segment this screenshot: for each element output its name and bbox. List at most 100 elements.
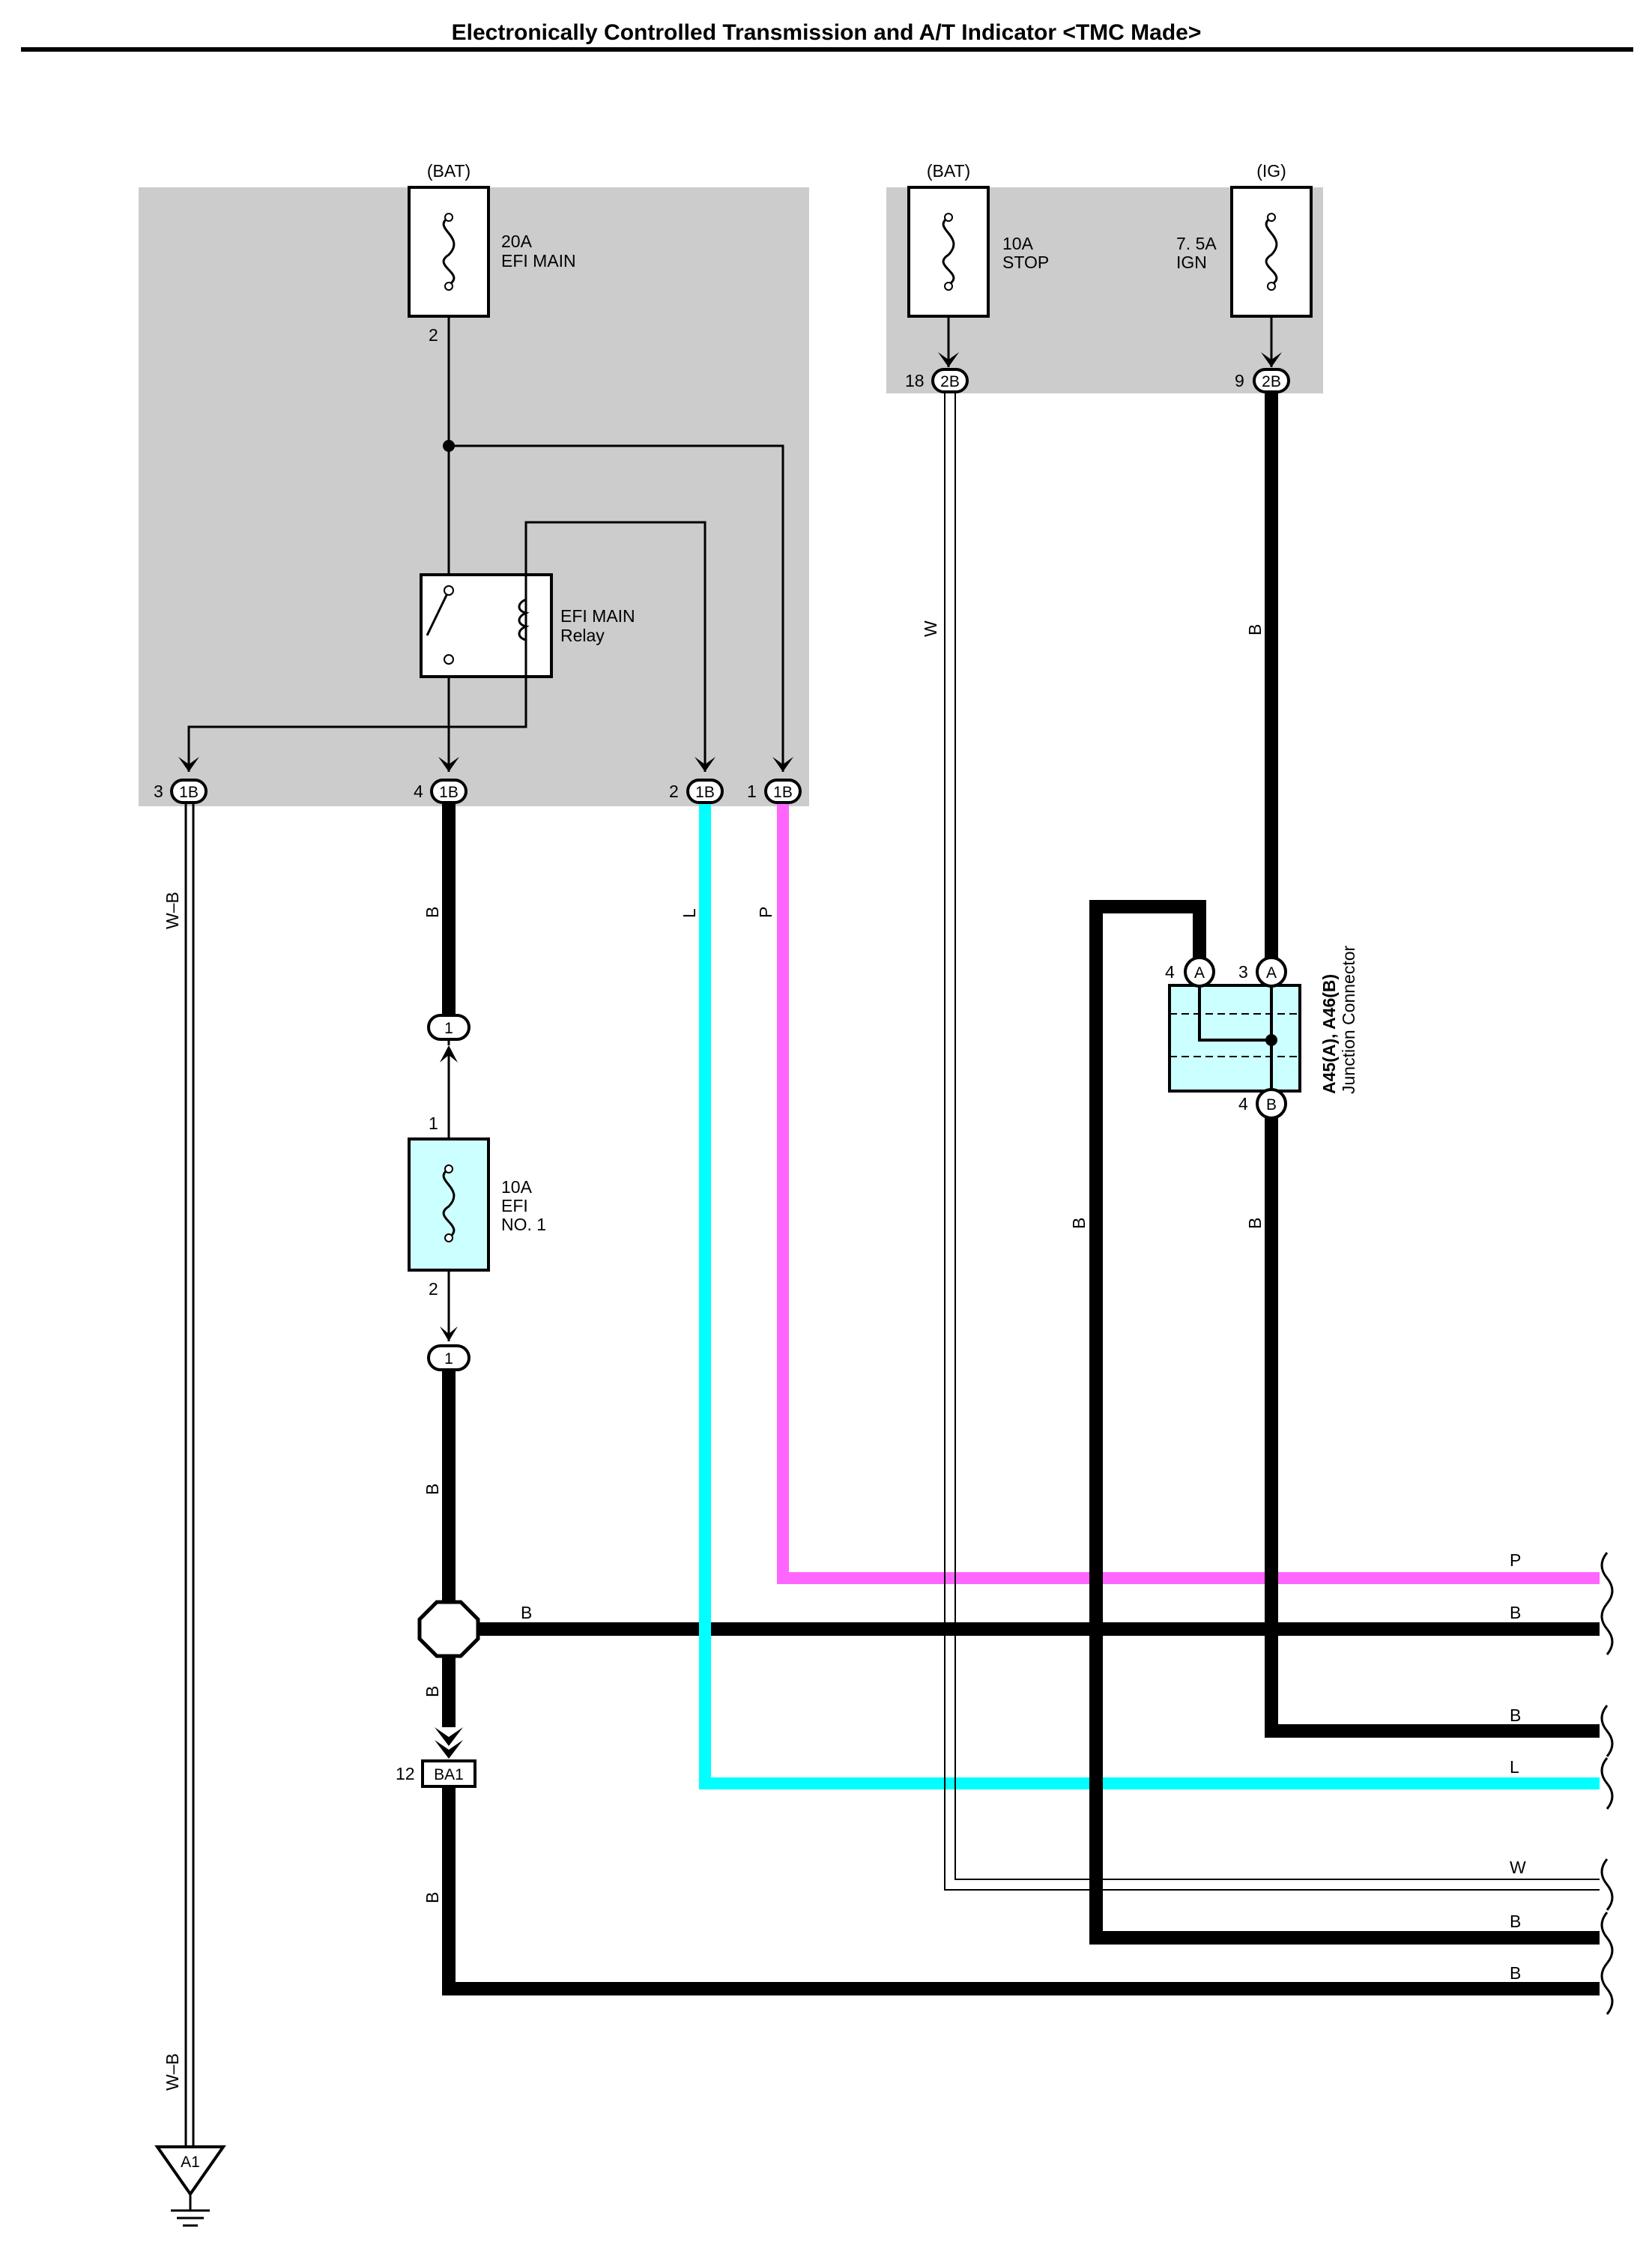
fuse-symbol-icon [442, 216, 456, 286]
svg-text:A: A [1194, 964, 1205, 982]
svg-text:1B: 1B [773, 784, 793, 801]
svg-text:2B: 2B [1262, 373, 1281, 390]
svg-text:1B: 1B [179, 784, 199, 801]
stop-fuse-name: STOP [1002, 253, 1049, 272]
efi-no1-fuse-name2: NO. 1 [501, 1215, 546, 1234]
svg-text:BA1: BA1 [434, 1766, 464, 1783]
relay-coil-icon [518, 598, 530, 641]
arrow-icon [938, 352, 959, 367]
wire-label-b-4: B [423, 1892, 442, 1903]
efi-main-fuse [408, 186, 490, 318]
efi-main-fuse-name: EFI MAIN [501, 251, 576, 271]
efi-main-fuse-rating: 20A [501, 232, 533, 251]
junction-pin-a3: A 3 [1238, 956, 1287, 988]
wire-label-b-ign: B [1245, 624, 1265, 635]
wire-label-b-2: B [423, 1484, 442, 1495]
wire-p [777, 802, 1600, 1584]
wire-break-marks [1600, 1552, 1614, 2015]
source-ig-label: (IG) [1256, 161, 1286, 181]
svg-text:12: 12 [396, 1764, 415, 1783]
connector-1b-1: 1B 1 [747, 779, 802, 804]
ign-fuse-rating: 7. 5A [1176, 234, 1217, 253]
connector-1-lower: 1 [427, 1344, 471, 1371]
ground-a1: A1 [154, 2145, 226, 2227]
efi-no1-fuse [408, 1137, 490, 1272]
fuse-symbol-icon [942, 216, 955, 286]
fuse-symbol-icon [442, 1167, 456, 1239]
svg-text:9: 9 [1235, 371, 1244, 390]
wire-w [944, 382, 1600, 1891]
svg-text:1: 1 [444, 1350, 453, 1368]
arrow-icon [440, 1326, 458, 1341]
svg-text:1: 1 [747, 782, 757, 801]
connector-2b-9: 2B 9 [1235, 368, 1290, 393]
arrow-icon [440, 1045, 458, 1063]
svg-text:A: A [1266, 964, 1277, 982]
arrow-icon [178, 757, 199, 772]
connector-1b-4: 1B 4 [414, 779, 468, 804]
connector-1b-2: 1B 2 [669, 779, 724, 804]
wire-label-b-right-3: B [1510, 1912, 1521, 1931]
ign-fuse-name: IGN [1176, 253, 1207, 272]
wire-label-b-right-2: B [1510, 1705, 1521, 1725]
wire-label-b-splice: B [521, 1603, 532, 1622]
fuse-symbol-icon [1265, 216, 1278, 286]
relay-switch-icon [426, 590, 450, 636]
diagram-title: Electronically Controlled Transmission a… [452, 20, 1202, 45]
wire-l [699, 802, 1600, 1789]
junction-connector [1168, 984, 1301, 1093]
efi-no1-fuse-name1: EFI [501, 1196, 528, 1215]
wire-b-junction-a4 [1089, 900, 1600, 1945]
wire-label-b-1: B [423, 907, 442, 918]
wire-b-junction-out [1265, 1109, 1600, 1738]
svg-text:A1: A1 [181, 2154, 200, 2171]
junction-pin-a4: A 4 [1165, 956, 1215, 988]
efi-no1-fuse-rating: 10A [501, 1177, 533, 1197]
svg-text:4: 4 [414, 782, 423, 801]
splice-joint [417, 1600, 480, 1658]
connector-ba1: BA1 12 [396, 1759, 476, 1788]
svg-text:4: 4 [1238, 1094, 1248, 1114]
wire-label-l-right: L [1510, 1757, 1519, 1777]
wire-label-w-vertical: W [921, 620, 940, 637]
junction-connector-desc: Junction Connector [1339, 945, 1358, 1094]
junction-connector-name: A45(A), A46(B) [1319, 974, 1339, 1094]
arrow-icon [695, 757, 715, 772]
connector-1-upper: 1 [427, 1014, 471, 1041]
arrow-icon [435, 1727, 463, 1746]
relay-bypass-wire [449, 444, 784, 772]
wire-label-b-right-4: B [1510, 1963, 1521, 1983]
wire-label-p-vertical: P [756, 907, 775, 918]
arrow-icon [438, 757, 459, 772]
efi-main-relay [420, 573, 553, 678]
svg-text:1B: 1B [439, 784, 459, 801]
svg-text:1: 1 [444, 1020, 453, 1037]
efi-no1-pin-top: 1 [429, 1114, 438, 1133]
wire-label-w-right: W [1510, 1858, 1526, 1877]
wire-label-b-jc-out: B [1245, 1218, 1265, 1229]
stop-fuse [907, 186, 990, 318]
arrow-icon [1261, 352, 1282, 367]
ign-fuse [1230, 186, 1313, 318]
junction-pin-b4: B 4 [1238, 1088, 1287, 1120]
svg-text:1B: 1B [695, 784, 715, 801]
source-bat2-label: (BAT) [927, 161, 970, 181]
arrow-icon [772, 757, 793, 772]
wire-b-ba1-out [442, 1783, 1600, 1995]
relay-coil-ground-wire [187, 643, 527, 772]
wire-label-w-b-upper: W–B [163, 892, 182, 929]
connector-2b-18: 2B 18 [905, 368, 969, 393]
relay-label-line1: EFI MAIN [560, 606, 635, 626]
svg-text:3: 3 [1238, 962, 1248, 982]
efi-no1-pin-bottom: 2 [429, 1279, 438, 1299]
source-bat-label: (BAT) [427, 161, 471, 181]
svg-text:2B: 2B [940, 373, 960, 390]
svg-text:B: B [1266, 1096, 1277, 1114]
efi-main-fuse-pin: 2 [429, 325, 438, 345]
svg-text:3: 3 [154, 782, 163, 801]
wire-label-b-3: B [423, 1686, 442, 1697]
wire-label-b-a4: B [1069, 1218, 1089, 1229]
relay-label-line2: Relay [560, 626, 605, 645]
wire-label-p-right: P [1510, 1550, 1521, 1570]
